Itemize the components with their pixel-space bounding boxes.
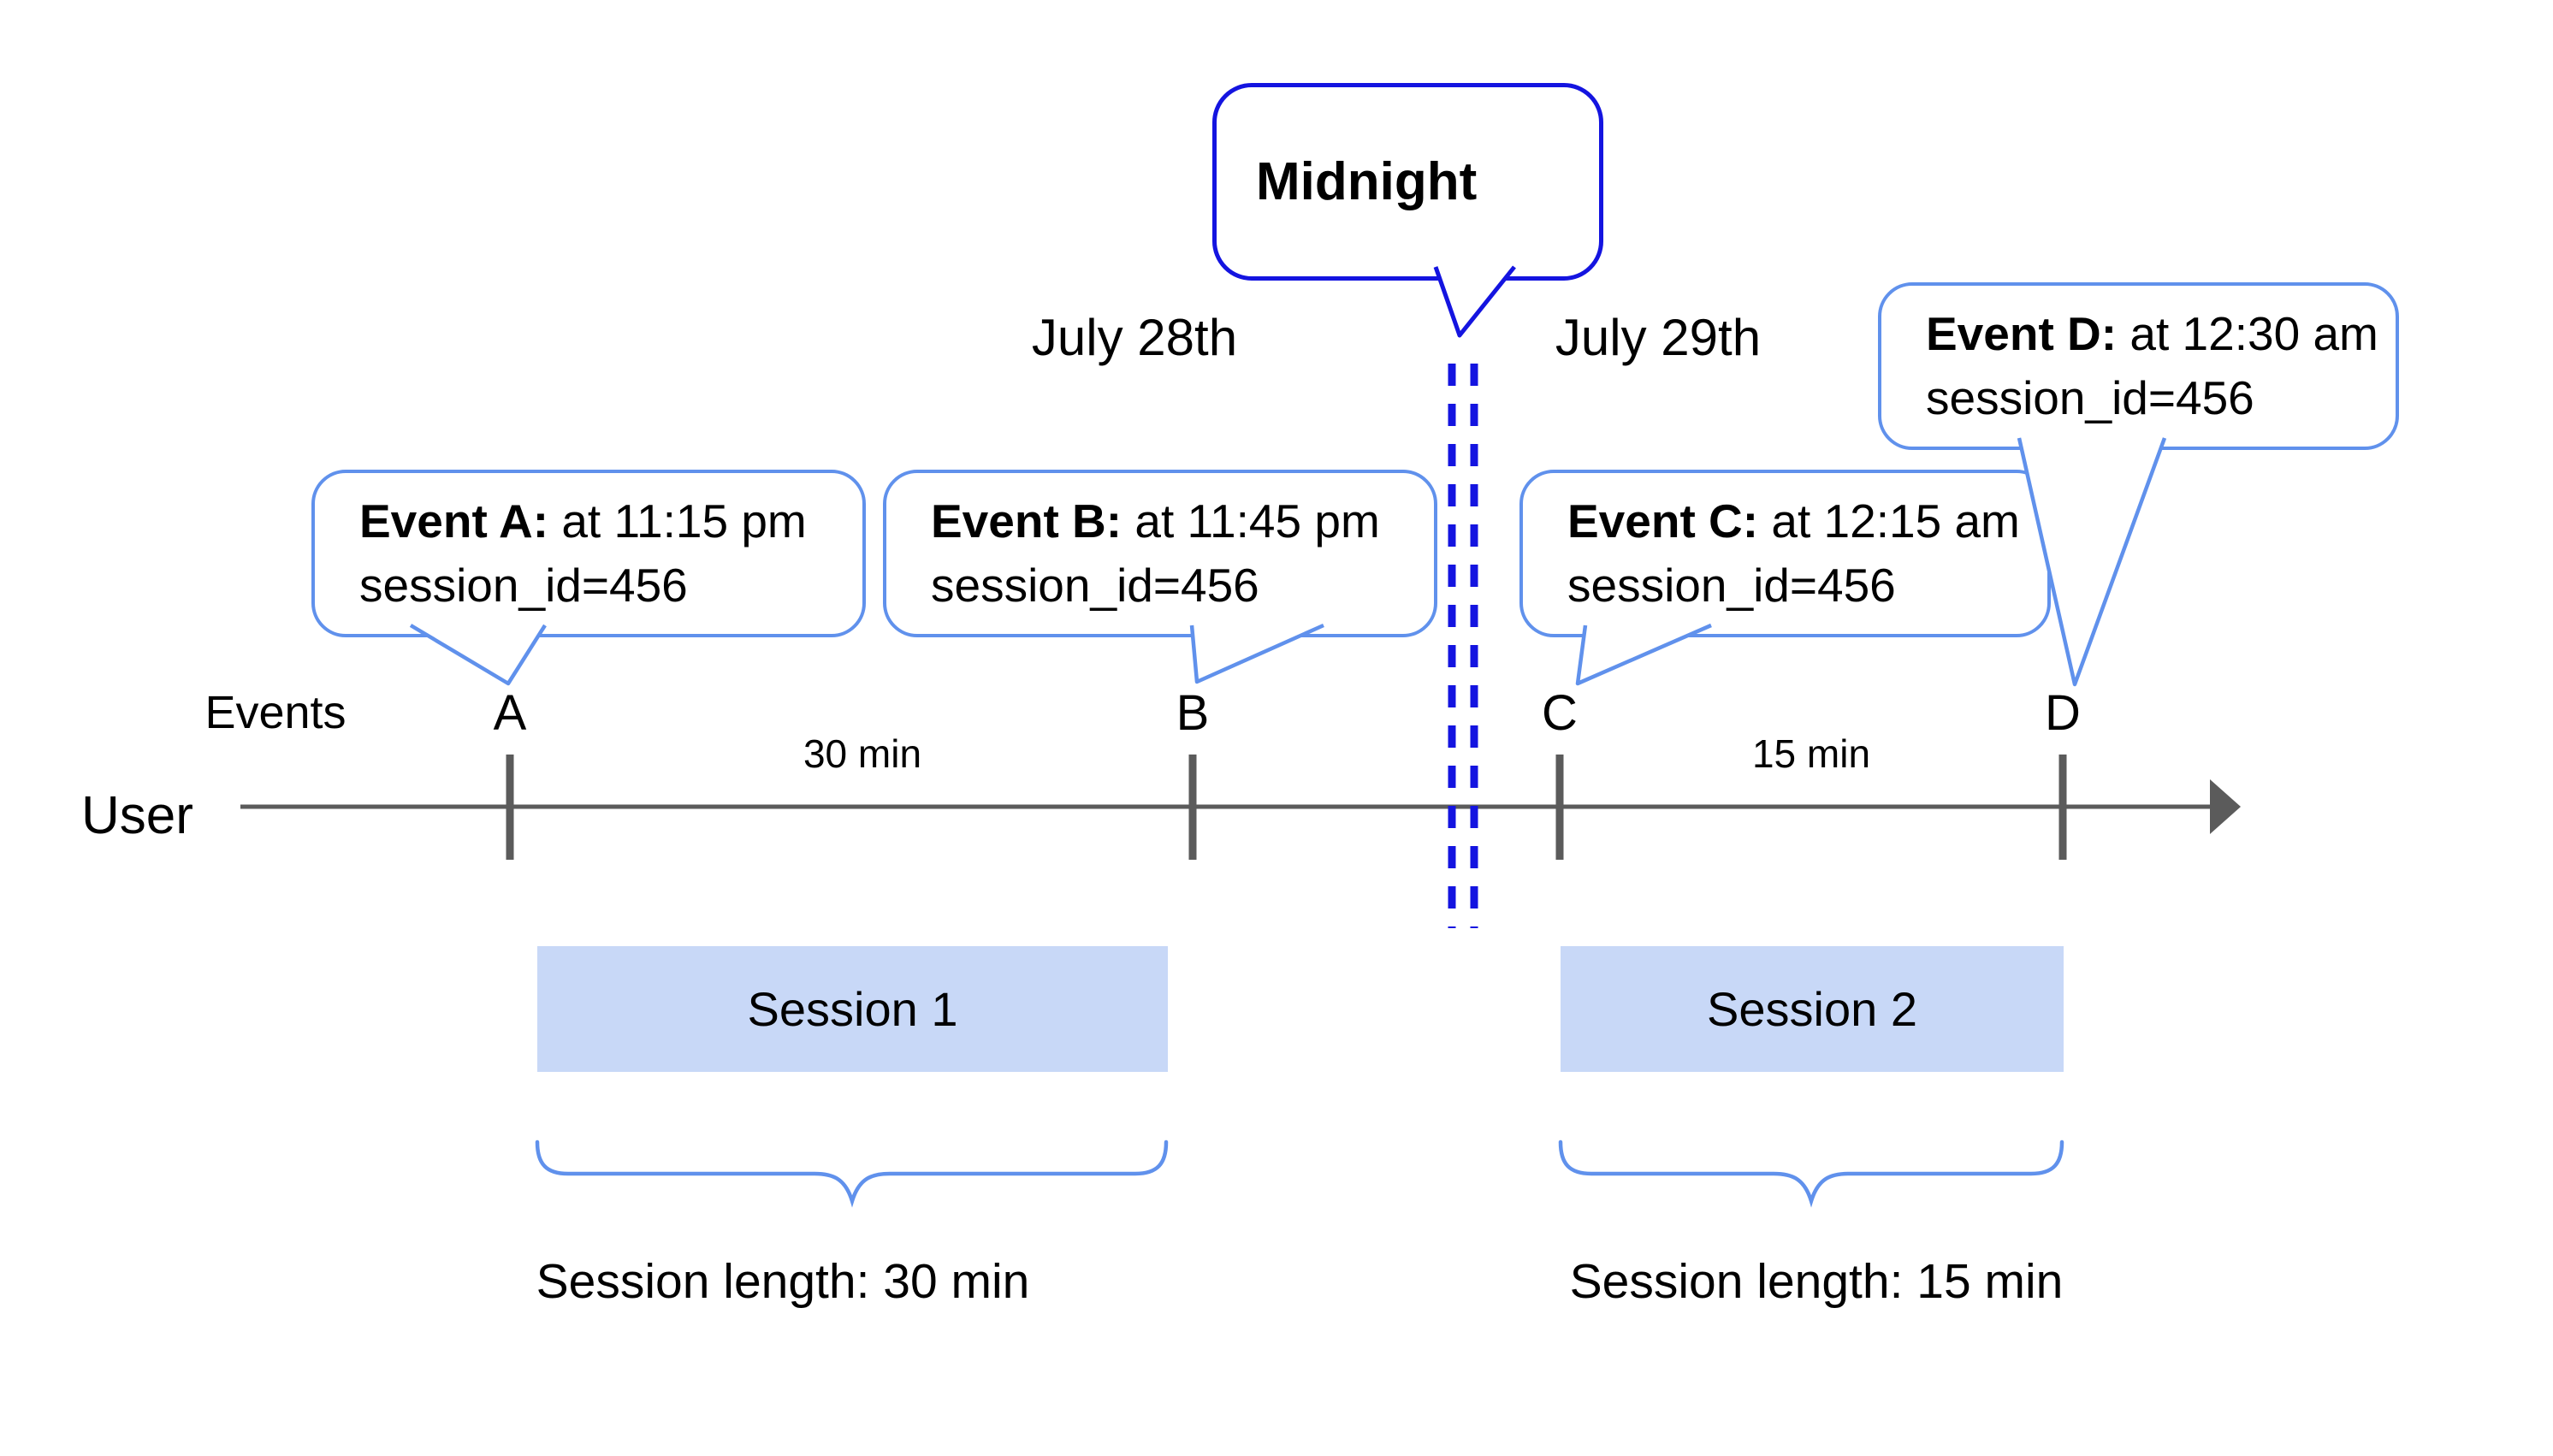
session1-length-label: Session length: 30 min xyxy=(536,1254,1030,1309)
callout-event-c: Event C: at 12:15 am session_id=456 xyxy=(1519,470,2051,637)
callout-event-d-time: at 12:30 am xyxy=(2117,307,2378,360)
tick-label-b: B xyxy=(1176,685,1210,741)
tick-label-c: C xyxy=(1542,685,1578,741)
callout-event-a-time: at 11:15 pm xyxy=(548,494,807,547)
session2-brace xyxy=(1558,1139,2064,1208)
session2-box: Session 2 xyxy=(1561,946,2064,1072)
user-axis-label: User xyxy=(81,786,193,845)
tick-label-d: D xyxy=(2045,685,2081,741)
callout-event-c-time: at 12:15 am xyxy=(1758,494,2020,547)
date-label-july-29: July 29th xyxy=(1555,309,1762,366)
callout-event-c-line1: Event C: at 12:15 am xyxy=(1523,489,2047,553)
callout-event-d: Event D: at 12:30 am session_id=456 xyxy=(1878,282,2399,450)
session2-label: Session 2 xyxy=(1707,982,1917,1036)
session1-label: Session 1 xyxy=(747,982,958,1036)
callout-event-b-time: at 11:45 pm xyxy=(1122,494,1380,547)
callout-event-b-line2: session_id=456 xyxy=(931,559,1259,612)
callout-event-a-line1: Event A: at 11:15 pm xyxy=(315,489,862,553)
tick-label-a: A xyxy=(493,685,527,741)
callout-event-a-line2: session_id=456 xyxy=(359,559,688,612)
session1-box: Session 1 xyxy=(537,946,1168,1072)
events-axis-label: Events xyxy=(204,687,347,738)
callout-event-b-line1: Event B: at 11:45 pm xyxy=(886,489,1434,553)
callout-event-c-line2: session_id=456 xyxy=(1567,559,1896,612)
callout-event-d-line1: Event D: at 12:30 am xyxy=(1881,302,2396,366)
session1-brace xyxy=(535,1139,1169,1208)
midnight-callout: Midnight xyxy=(1212,83,1603,281)
callout-event-b: Event B: at 11:45 pm session_id=456 xyxy=(883,470,1437,637)
date-label-july-28: July 28th xyxy=(1031,309,1238,366)
callout-event-d-bold: Event D: xyxy=(1926,307,2118,360)
gap-label-30min: 30 min xyxy=(803,731,922,776)
midnight-label: Midnight xyxy=(1256,152,1478,211)
callout-event-a: Event A: at 11:15 pm session_id=456 xyxy=(311,470,866,637)
timeline-arrowhead-icon xyxy=(2210,779,2241,834)
callout-event-c-bold: Event C: xyxy=(1567,494,1759,547)
callout-event-a-bold: Event A: xyxy=(359,494,549,547)
gap-label-15min: 15 min xyxy=(1751,731,1871,776)
callout-event-d-line2: session_id=456 xyxy=(1926,371,2254,424)
session2-length-label: Session length: 15 min xyxy=(1569,1254,2064,1309)
callout-event-b-bold: Event B: xyxy=(931,494,1122,547)
